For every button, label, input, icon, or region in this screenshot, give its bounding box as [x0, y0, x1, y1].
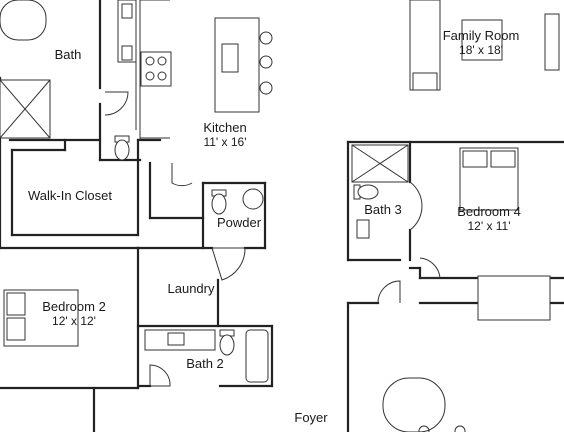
family-room-name: Family Room [442, 28, 520, 43]
room-bath-top: Bath [38, 47, 98, 62]
room-bath-2: Bath 2 [178, 356, 232, 371]
bedroom-4-name: Bedroom 4 [457, 204, 521, 219]
room-foyer: Foyer [284, 410, 338, 425]
family-room-dims: 18' x 18' [459, 43, 503, 57]
room-walk-in-closet: Walk-In Closet [18, 188, 122, 203]
kitchen-dims: 11' x 16' [203, 135, 247, 149]
kitchen-name: Kitchen [203, 120, 247, 135]
room-kitchen: Kitchen 11' x 16' [180, 120, 270, 150]
bedroom-2-name: Bedroom 2 [42, 299, 106, 314]
walk-in-closet-name: Walk-In Closet [27, 188, 113, 203]
bedroom-4-dims: 12' x 11' [467, 219, 511, 233]
room-powder: Powder [210, 215, 268, 230]
room-laundry: Laundry [160, 281, 222, 296]
room-bath-3: Bath 3 [356, 202, 410, 217]
bath-3-name: Bath 3 [364, 202, 402, 217]
room-family-room: Family Room 18' x 18' [432, 28, 530, 58]
bath-2-name: Bath 2 [186, 356, 224, 371]
foyer-name: Foyer [294, 410, 328, 425]
bath-top-name: Bath [54, 47, 82, 62]
powder-name: Powder [216, 215, 262, 230]
door-swings [104, 91, 441, 387]
room-bedroom-2: Bedroom 2 12' x 12' [30, 299, 118, 329]
laundry-name: Laundry [167, 281, 215, 296]
bedroom-2-dims: 12' x 12' [52, 314, 96, 328]
room-bedroom-4: Bedroom 4 12' x 11' [444, 204, 534, 234]
